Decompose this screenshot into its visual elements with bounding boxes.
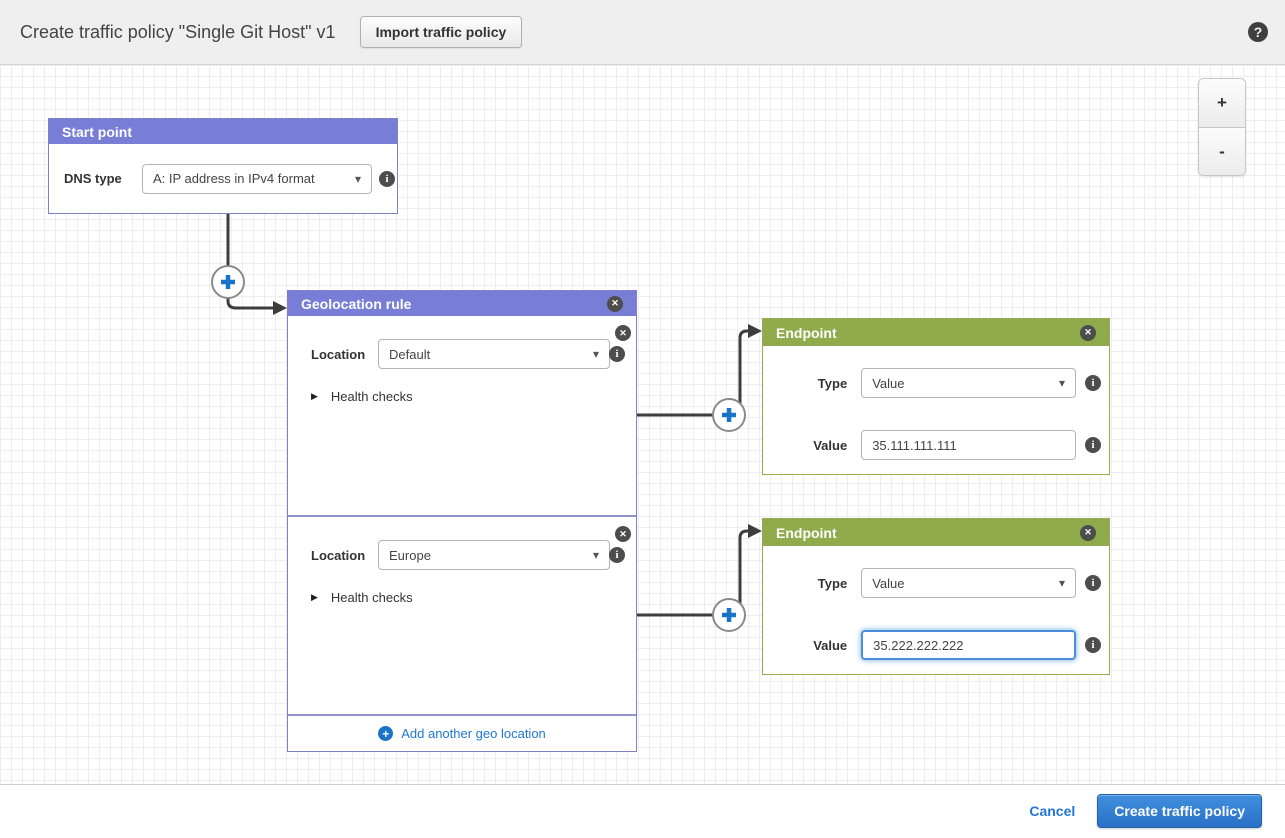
geo-location-1-health-checks-toggle[interactable]: ▶ Health checks — [311, 389, 636, 404]
arrowhead-georule — [273, 301, 287, 315]
start-point-body: DNS type A: IP address in IPv4 format ▾ … — [49, 144, 397, 213]
start-point-node: Start point DNS type A: IP address in IP… — [48, 118, 398, 214]
add-connector-button-geo1[interactable] — [712, 398, 746, 432]
geo-location-1-close-icon[interactable]: ✕ — [615, 325, 631, 341]
plus-icon: + — [378, 726, 394, 741]
geo-location-2-close-icon[interactable]: ✕ — [615, 526, 631, 542]
geo-location-2-health-checks-toggle[interactable]: ▶ Health checks — [311, 590, 636, 605]
chevron-down-icon: ▾ — [592, 347, 599, 361]
policy-editor-canvas[interactable]: + - Start point DNS type A: IP address i… — [0, 65, 1285, 785]
add-geo-location-label: Add another geo location — [401, 726, 546, 741]
endpoint-2-type-row: Type Value ▾ i — [778, 568, 1101, 598]
import-traffic-policy-button[interactable]: Import traffic policy — [359, 16, 523, 48]
geo-location-row-2: ✕ i Location Europe ▾ ▶ Health checks — [288, 515, 636, 714]
dns-type-value: A: IP address in IPv4 format — [153, 171, 315, 186]
endpoint-type-label: Type — [817, 375, 848, 391]
dns-type-label: DNS type — [64, 171, 122, 186]
chevron-down-icon: ▾ — [1058, 376, 1065, 390]
connector-start-to-georule — [226, 213, 274, 310]
page-title: Create traffic policy "Single Git Host" … — [20, 21, 336, 42]
geolocation-rule-title: Geolocation rule — [301, 295, 412, 312]
endpoint-2-header: Endpoint ✕ — [763, 519, 1109, 546]
health-checks-label: Health checks — [330, 389, 413, 404]
start-point-header: Start point — [49, 119, 397, 144]
endpoint-1-type-value: Value — [872, 375, 905, 391]
location-label: Location — [311, 347, 366, 362]
geo-location-1-dropdown[interactable]: Default ▾ — [378, 339, 610, 369]
endpoint-value-label: Value — [813, 437, 848, 453]
help-icon[interactable]: ? — [1248, 22, 1268, 42]
endpoint-1-type-dropdown[interactable]: Value ▾ — [861, 368, 1076, 398]
page-footer: Cancel Create traffic policy — [0, 785, 1285, 837]
add-geo-location-button[interactable]: + Add another geo location — [288, 714, 636, 751]
endpoint-2-type-value: Value — [872, 575, 905, 591]
start-point-title: Start point — [62, 123, 132, 140]
endpoint-2-value-info-icon[interactable]: i — [1085, 637, 1101, 653]
geo-location-2-dropdown[interactable]: Europe ▾ — [378, 540, 610, 570]
zoom-out-button[interactable]: - — [1199, 127, 1245, 175]
triangle-right-icon: ▶ — [311, 391, 318, 401]
arrowhead-endpoint2 — [748, 524, 762, 538]
geolocation-rule-close-icon[interactable]: ✕ — [607, 295, 623, 312]
endpoint-type-label: Type — [817, 575, 848, 591]
endpoint-1-type-info-icon[interactable]: i — [1085, 375, 1101, 391]
geo-location-1-info-icon[interactable]: i — [609, 346, 625, 362]
dns-type-info-icon[interactable]: i — [379, 170, 395, 187]
endpoint-1-value-info-icon[interactable]: i — [1085, 437, 1101, 453]
chevron-down-icon: ▾ — [592, 548, 599, 562]
connector-geo2-to-endpoint2 — [637, 529, 750, 617]
endpoint-1-close-icon[interactable]: ✕ — [1080, 324, 1096, 341]
endpoint-node-1: Endpoint ✕ Type Value ▾ i Value 35.111.1… — [762, 318, 1110, 475]
geolocation-rule-node: Geolocation rule ✕ ✕ i Location Default … — [287, 290, 637, 752]
add-connector-button-start[interactable] — [211, 265, 245, 299]
endpoint-2-title: Endpoint — [776, 524, 837, 541]
location-label: Location — [311, 548, 366, 563]
endpoint-node-2: Endpoint ✕ Type Value ▾ i Value 35.222.2… — [762, 518, 1110, 675]
triangle-right-icon: ▶ — [311, 592, 318, 602]
endpoint-1-title: Endpoint — [776, 324, 837, 341]
geolocation-rule-header: Geolocation rule ✕ — [288, 291, 636, 316]
endpoint-value-label: Value — [813, 637, 848, 653]
create-traffic-policy-button[interactable]: Create traffic policy — [1097, 794, 1262, 828]
endpoint-2-value-row: Value 35.222.222.222 i — [778, 630, 1101, 660]
geo-location-2-info-icon[interactable]: i — [609, 547, 625, 563]
top-header: Create traffic policy "Single Git Host" … — [0, 0, 1285, 65]
connector-geo1-to-endpoint1 — [637, 329, 750, 417]
add-connector-button-geo2[interactable] — [712, 598, 746, 632]
geo-location-2-value: Europe — [389, 547, 431, 563]
cancel-button[interactable]: Cancel — [1029, 803, 1076, 819]
endpoint-2-value-input[interactable]: 35.222.222.222 — [861, 630, 1076, 660]
endpoint-1-type-row: Type Value ▾ i — [778, 368, 1101, 398]
endpoint-1-value-row: Value 35.111.111.111 i — [778, 430, 1101, 460]
arrowhead-endpoint1 — [748, 324, 762, 338]
endpoint-1-value-input[interactable]: 35.111.111.111 — [861, 430, 1076, 460]
chevron-down-icon: ▾ — [1058, 576, 1065, 590]
chevron-down-icon: ▾ — [354, 171, 361, 186]
endpoint-2-type-dropdown[interactable]: Value ▾ — [861, 568, 1076, 598]
zoom-in-button[interactable]: + — [1199, 79, 1245, 127]
connector-wires — [211, 213, 762, 632]
endpoint-1-header: Endpoint ✕ — [763, 319, 1109, 346]
health-checks-label: Health checks — [330, 590, 413, 605]
dns-type-dropdown[interactable]: A: IP address in IPv4 format ▾ — [142, 163, 372, 194]
geo-location-1-value: Default — [389, 346, 431, 362]
geo-location-row-1: ✕ i Location Default ▾ ▶ Health checks — [288, 316, 636, 515]
canvas-zoom-controls: + - — [1198, 78, 1246, 176]
endpoint-2-close-icon[interactable]: ✕ — [1080, 524, 1096, 541]
endpoint-2-type-info-icon[interactable]: i — [1085, 575, 1101, 591]
